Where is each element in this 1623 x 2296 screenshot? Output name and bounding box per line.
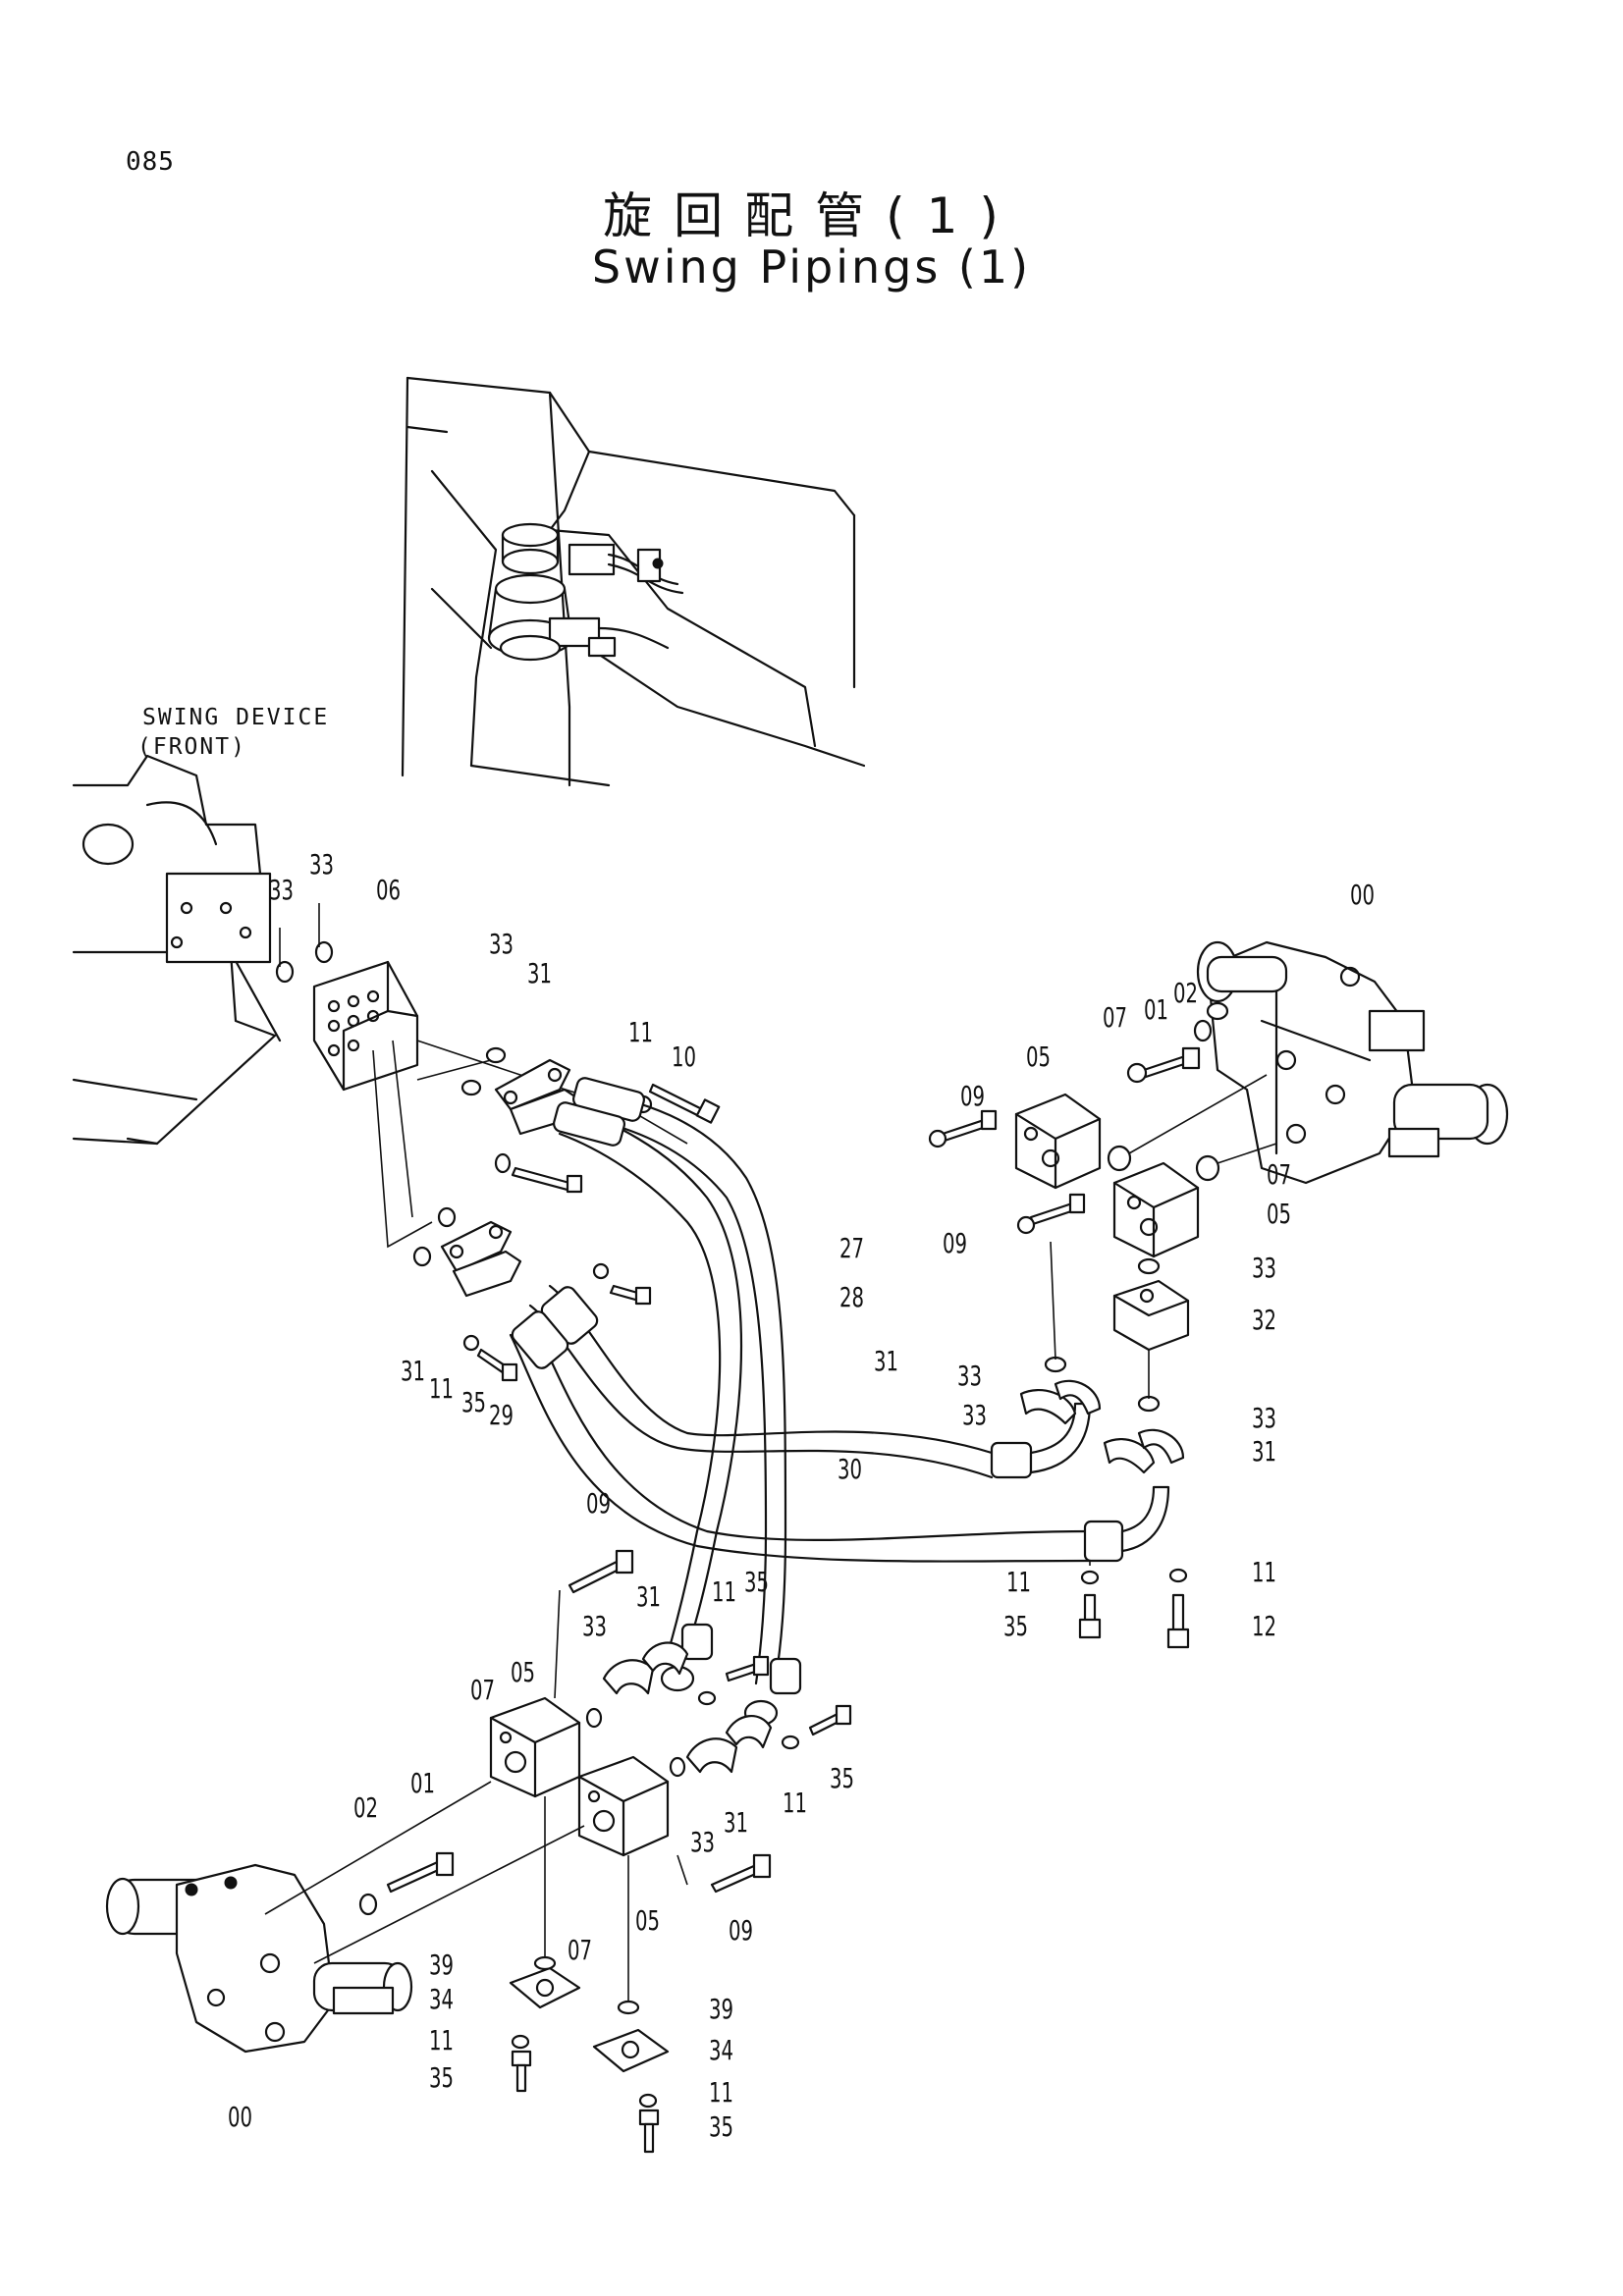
callout-29: 31 <box>874 1345 898 1377</box>
callout-35-b: 35 <box>1003 1610 1028 1642</box>
callout-31-b: 11 <box>429 1372 454 1405</box>
callout-00-right: 00 <box>1350 879 1375 911</box>
lower-split-flanges <box>585 1641 852 1778</box>
swing-device-label-line2: (FRONT) <box>137 734 246 760</box>
callout-09-a: 09 <box>960 1080 985 1112</box>
callout-27: 27 <box>839 1232 864 1264</box>
callout-11-a: 11 <box>628 1016 653 1048</box>
callout-35-f: 35 <box>709 2110 733 2143</box>
callout-06: 06 <box>376 874 401 906</box>
callout-35-a: 29 <box>489 1399 514 1431</box>
callout-09-d: 09 <box>729 1914 753 1947</box>
right-bottom-bolts <box>1078 1561 1190 1649</box>
callout-11-f: 11 <box>783 1787 807 1819</box>
page-title-japanese: 旋回配管(1) <box>603 187 1020 244</box>
control-valve-00-lower <box>105 1781 585 2054</box>
callout-35-c: 35 <box>744 1566 769 1598</box>
callout-11-c: 11 <box>1006 1566 1031 1598</box>
callout-32: 32 <box>1252 1304 1276 1336</box>
callout-33-b: 33 <box>269 874 294 906</box>
callout-07-c: 07 <box>470 1674 495 1706</box>
callout-05-a: 05 <box>1026 1041 1051 1073</box>
callout-01-b: 01 <box>410 1767 435 1799</box>
callout-33-c: 33 <box>489 928 514 960</box>
callout-39-b: 39 <box>709 1993 733 2025</box>
callout-09-b: 09 <box>943 1227 967 1259</box>
callout-30: 30 <box>838 1453 862 1485</box>
callout-33-e: 33 <box>957 1360 982 1392</box>
callout-33-g: 31 <box>401 1355 425 1387</box>
callout-33-a: 33 <box>309 848 334 881</box>
callout-35-e: 35 <box>429 2061 454 2094</box>
callout-12: 12 <box>1252 1610 1276 1642</box>
callout-31-e: 31 <box>636 1580 661 1613</box>
callout-00-lower: 00 <box>228 2101 252 2133</box>
callout-31-f: 31 <box>724 1806 748 1839</box>
machine-frame-inset <box>401 376 866 787</box>
callout-31-c: 33 <box>962 1399 987 1431</box>
manifold-plate-06 <box>312 960 419 1092</box>
swing-device-front <box>72 754 282 1146</box>
callout-28: 28 <box>839 1281 864 1313</box>
callout-11-e: 11 <box>712 1575 736 1608</box>
page-number: 085 <box>126 147 175 177</box>
callout-09-c: 09 <box>586 1487 611 1520</box>
callout-34-a: 34 <box>429 1983 454 2015</box>
callout-33-f: 33 <box>1252 1402 1276 1434</box>
callout-01-a: 01 <box>1144 993 1168 1026</box>
upper-left-orings <box>275 903 688 1267</box>
callout-34-b: 34 <box>709 2034 733 2066</box>
callout-33-i: 33 <box>690 1826 715 1858</box>
right-split-flanges-31 <box>1019 1379 1185 1474</box>
right-valve-fasteners <box>1107 1019 1277 1182</box>
callout-31-a: 31 <box>527 957 552 989</box>
control-valve-00-right <box>1196 940 1509 1185</box>
upper-bolts <box>462 1083 721 1382</box>
callout-11-h: 11 <box>709 2076 733 2109</box>
lower-plates-34 <box>509 1796 670 2154</box>
callout-05-c: 05 <box>511 1656 535 1688</box>
callout-33-d: 33 <box>1252 1252 1276 1284</box>
callout-07-a: 07 <box>1103 1001 1127 1034</box>
callout-11-d: 11 <box>1252 1556 1276 1588</box>
callout-39-a: 39 <box>429 1949 454 1981</box>
callout-07-b: 07 <box>1267 1158 1291 1191</box>
callout-05-b: 05 <box>1267 1198 1291 1230</box>
callout-10: 10 <box>672 1041 696 1073</box>
callout-11-g: 11 <box>429 2024 454 2056</box>
callout-31-d: 31 <box>1252 1435 1276 1468</box>
callout-05-d: 05 <box>635 1904 660 1937</box>
right-blocks-05 <box>928 1093 1200 1258</box>
callout-11-b: 35 <box>461 1386 486 1418</box>
split-flange-31-upper <box>440 1058 581 1298</box>
swing-device-label-line1: SWING DEVICE <box>142 705 330 730</box>
lower-blocks-05 <box>489 1549 772 1894</box>
callout-02-a: 02 <box>1173 977 1198 1009</box>
callout-02-b: 02 <box>353 1791 378 1824</box>
callout-33-h: 33 <box>582 1610 607 1642</box>
page-title-english: Swing Pipings (1) <box>591 240 1032 294</box>
callout-35-d: 35 <box>830 1762 854 1794</box>
callout-07-d: 07 <box>568 1934 592 1966</box>
right-block-32 <box>1044 1241 1190 1413</box>
